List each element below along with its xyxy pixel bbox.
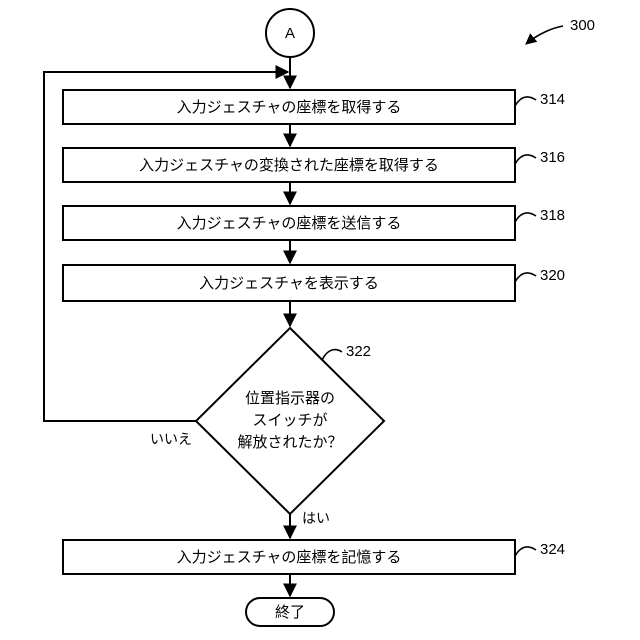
step-314-label: 入力ジェスチャの座標を取得する [177, 98, 402, 116]
step-324-ref-leader [515, 547, 536, 556]
step-314-ref-leader [515, 97, 536, 106]
decision-line-1: 位置指示器の [245, 389, 335, 407]
connector-a: A [266, 9, 314, 57]
figure-number: 300 [526, 17, 595, 44]
step-314-ref: 314 [540, 91, 565, 108]
step-318-ref-leader [515, 213, 536, 222]
step-324: 入力ジェスチャの座標を記憶する 324 [63, 540, 565, 574]
step-320-ref-leader [515, 273, 536, 282]
step-324-ref: 324 [540, 541, 565, 558]
decision-line-2: スイッチが [252, 411, 327, 429]
decision-line-3: 解放されたか？ [237, 433, 342, 451]
step-320-ref: 320 [540, 267, 565, 284]
step-316-ref-leader [515, 155, 536, 164]
step-320: 入力ジェスチャを表示する 320 [63, 265, 565, 301]
step-324-label: 入力ジェスチャの座標を記憶する [177, 548, 402, 566]
step-318-ref: 318 [540, 207, 565, 224]
decision-ref-leader [322, 350, 342, 360]
step-316-label: 入力ジェスチャの変換された座標を取得する [139, 156, 439, 174]
end-label: 終了 [275, 603, 305, 621]
figure-number-text: 300 [570, 17, 595, 34]
decision-ref: 322 [346, 343, 371, 360]
step-320-label: 入力ジェスチャを表示する [199, 274, 379, 292]
step-314: 入力ジェスチャの座標を取得する 314 [63, 90, 565, 124]
decision-322: 位置指示器の スイッチが 解放されたか？ 322 [196, 328, 384, 514]
yes-label: はい [302, 511, 330, 527]
step-318-label: 入力ジェスチャの座標を送信する [177, 214, 402, 232]
step-316: 入力ジェスチャの変換された座標を取得する 316 [63, 148, 565, 182]
step-318: 入力ジェスチャの座標を送信する 318 [63, 206, 565, 240]
figure-number-arrow [526, 26, 563, 44]
step-316-ref: 316 [540, 149, 565, 166]
connector-label: A [285, 25, 295, 42]
no-label: いいえ [150, 432, 192, 448]
end-terminator: 終了 [246, 598, 334, 626]
